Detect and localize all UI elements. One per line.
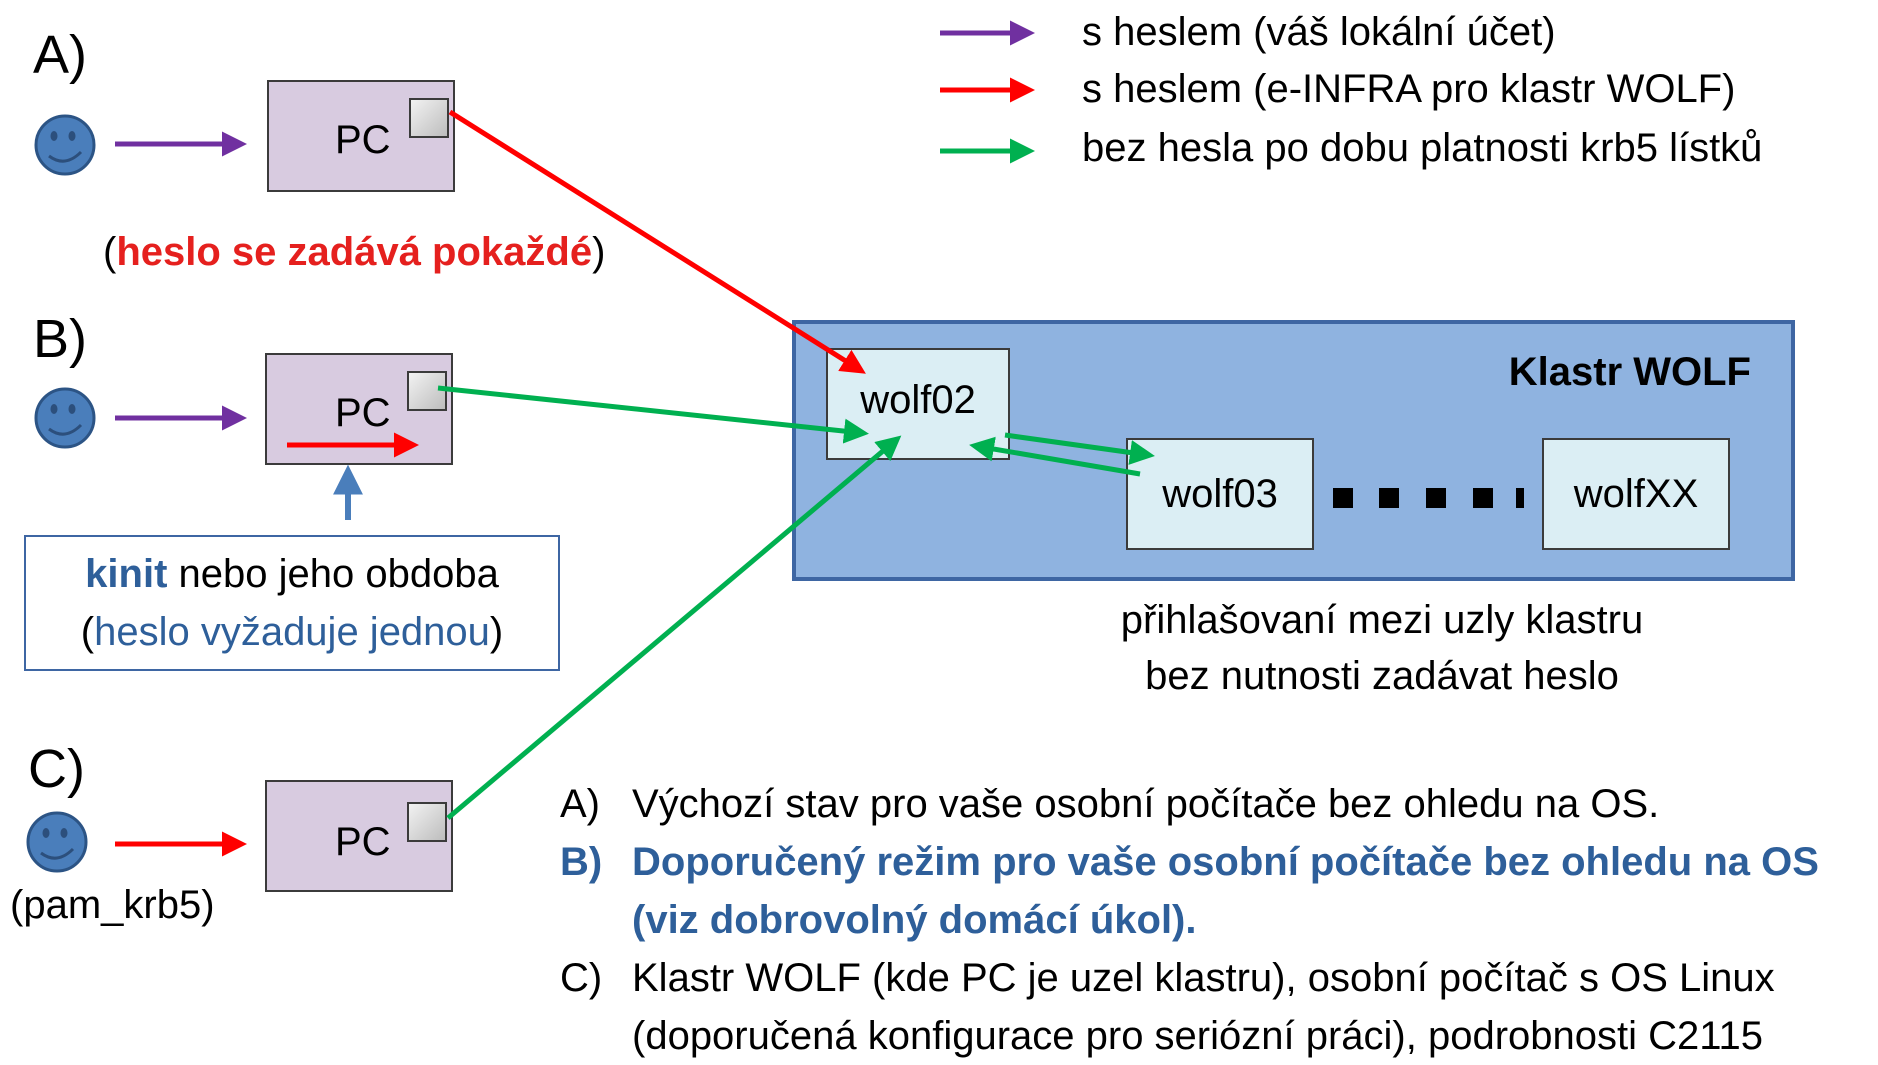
cluster-caption: přihlašovaní mezi uzly klastru bez nutno… xyxy=(1062,592,1702,704)
case-c-user-note: (pam_krb5) xyxy=(10,883,215,927)
node-wolfxx: wolfXX xyxy=(1542,438,1730,550)
legend-green-text: bez hesla po dobu platnosti krb5 lístků xyxy=(1082,126,1763,170)
case-a-pc-label: PC xyxy=(335,118,391,162)
notes-list: A) Výchozí stav pro vaše osobní počítače… xyxy=(560,775,1870,1065)
case-c-pc-label: PC xyxy=(335,820,391,864)
kinit-line2-text: heslo vyžaduje jednou xyxy=(94,610,490,654)
node-wolf03: wolf03 xyxy=(1126,438,1314,550)
note-c-letter: C) xyxy=(560,956,603,1000)
case-a-letter: A) xyxy=(33,25,87,85)
kinit-line1: kinit nebo jeho obdoba xyxy=(26,545,558,603)
cluster-title: Klastr WOLF xyxy=(1508,350,1751,394)
case-b-pc-label: PC xyxy=(335,391,391,435)
ellipsis-square xyxy=(1473,488,1493,508)
user-c-smiley-icon xyxy=(26,811,88,873)
legend-purple-text: s heslem (váš lokální účet) xyxy=(1082,10,1556,54)
cluster-caption-line2: bez nutnosti zadávat heslo xyxy=(1145,654,1619,698)
case-b-screen-icon xyxy=(407,371,447,411)
case-b-pc: PC xyxy=(265,353,453,465)
note-b-line1: Doporučený režim pro vaše osobní počítač… xyxy=(632,840,1819,884)
case-a-note-close: ) xyxy=(592,230,606,274)
note-b-line2: (viz dobrovolný domácí úkol). xyxy=(632,898,1197,942)
note-c-text: Klastr WOLF (kde PC je uzel klastru), os… xyxy=(632,949,1775,1065)
legend-red-text: s heslem (e-INFRA pro klastr WOLF) xyxy=(1082,67,1736,111)
node-wolf02: wolf02 xyxy=(826,348,1010,460)
kinit-line2: (heslo vyžaduje jednou) xyxy=(26,603,558,661)
kinit-box: kinit nebo jeho obdoba (heslo vyžaduje j… xyxy=(24,535,560,671)
user-a-smiley-icon xyxy=(34,114,96,176)
case-a-pc: PC xyxy=(267,80,455,192)
ellipsis-square xyxy=(1426,488,1446,508)
note-a: A) Výchozí stav pro vaše osobní počítače… xyxy=(560,775,1870,833)
case-c-letter: C) xyxy=(28,739,85,799)
case-b-letter: B) xyxy=(33,309,87,369)
note-a-letter: A) xyxy=(560,782,600,826)
user-b-smiley-icon xyxy=(34,387,96,449)
cluster-wolf: Klastr WOLF wolf02 wolf03 wolfXX xyxy=(792,320,1795,581)
note-b-text: Doporučený režim pro vaše osobní počítač… xyxy=(632,833,1819,949)
case-a-note: (heslo se zadává pokaždé) xyxy=(103,232,605,272)
note-c-line2: (doporučená konfigurace pro seriózní prá… xyxy=(632,1014,1764,1058)
note-a-line: Výchozí stav pro vaše osobní počítače be… xyxy=(632,782,1660,826)
ellipsis-square xyxy=(1516,488,1524,508)
note-a-text: Výchozí stav pro vaše osobní počítače be… xyxy=(632,775,1659,833)
kinit-line1-rest: nebo jeho obdoba xyxy=(167,552,499,596)
ellipsis-square xyxy=(1379,488,1399,508)
note-c: C) Klastr WOLF (kde PC je uzel klastru),… xyxy=(560,949,1870,1065)
kinit-open: ( xyxy=(80,610,95,654)
ellipsis-square xyxy=(1333,488,1353,508)
note-b: B) Doporučený režim pro vaše osobní počí… xyxy=(560,833,1870,949)
note-b-letter: B) xyxy=(560,840,603,884)
case-c-pc: PC xyxy=(265,780,453,892)
kinit-bold: kinit xyxy=(85,552,168,596)
case-a-screen-icon xyxy=(409,98,449,138)
case-a-note-open: ( xyxy=(103,230,117,274)
note-c-line1: Klastr WOLF (kde PC je uzel klastru), os… xyxy=(632,956,1775,1000)
case-a-note-bold: heslo se zadává pokaždé xyxy=(116,230,593,274)
case-c-screen-icon xyxy=(407,802,447,842)
cluster-caption-line1: přihlašovaní mezi uzly klastru xyxy=(1120,598,1644,642)
kinit-close: ) xyxy=(489,610,504,654)
